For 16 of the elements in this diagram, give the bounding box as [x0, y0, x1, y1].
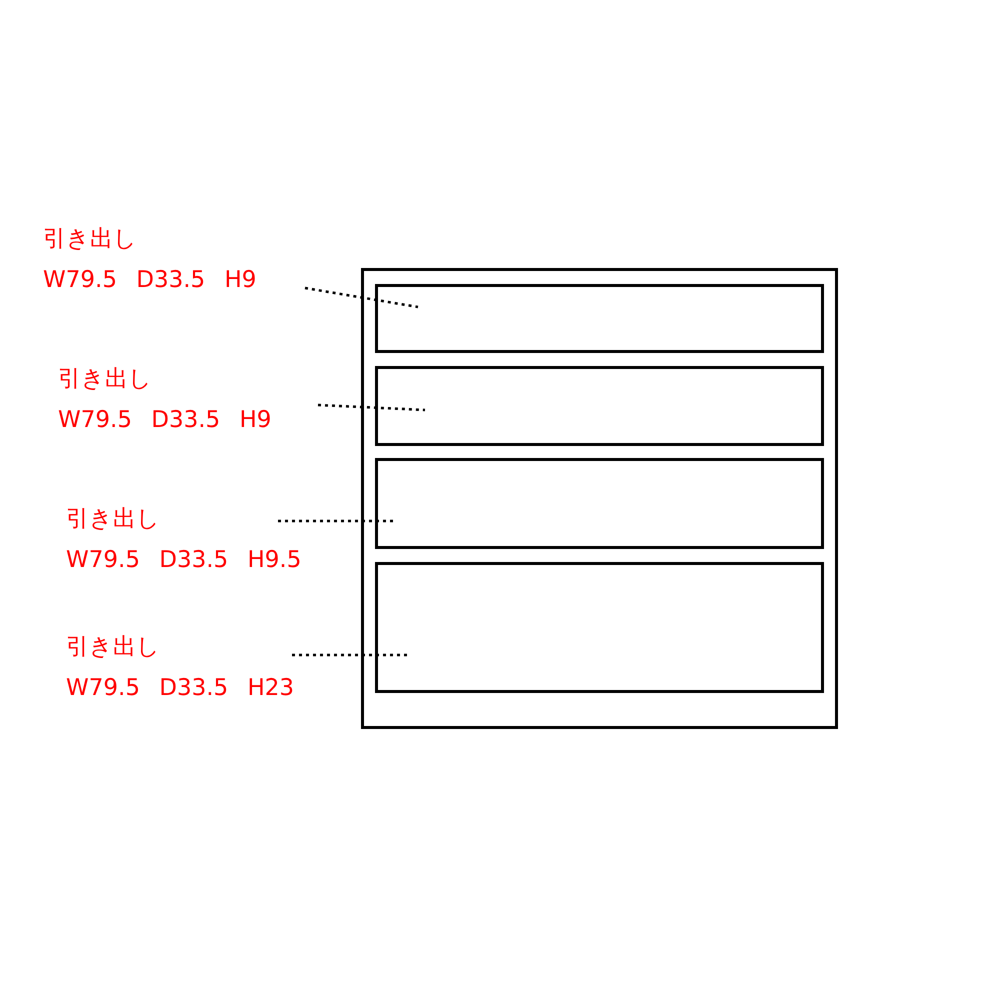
leader-line: [318, 404, 426, 412]
drawer-outline: [375, 284, 824, 353]
dimension-text: W79.5 D33.5 H9.5: [66, 549, 302, 572]
drawer-outline: [375, 458, 824, 549]
part-name: 引き出し: [58, 368, 153, 391]
leader-line: [278, 520, 393, 522]
drawer-outline: [375, 562, 824, 693]
dimension-text: W79.5 D33.5 H9: [43, 269, 256, 292]
part-name: 引き出し: [66, 636, 161, 659]
dimension-text: W79.5 D33.5 H23: [66, 677, 294, 700]
dimension-text: W79.5 D33.5 H9: [58, 409, 272, 432]
cabinet-outline: [361, 268, 838, 729]
leader-line: [292, 654, 408, 656]
part-name: 引き出し: [66, 508, 161, 531]
part-name: 引き出し: [43, 228, 138, 251]
drawer-outline: [375, 366, 824, 446]
